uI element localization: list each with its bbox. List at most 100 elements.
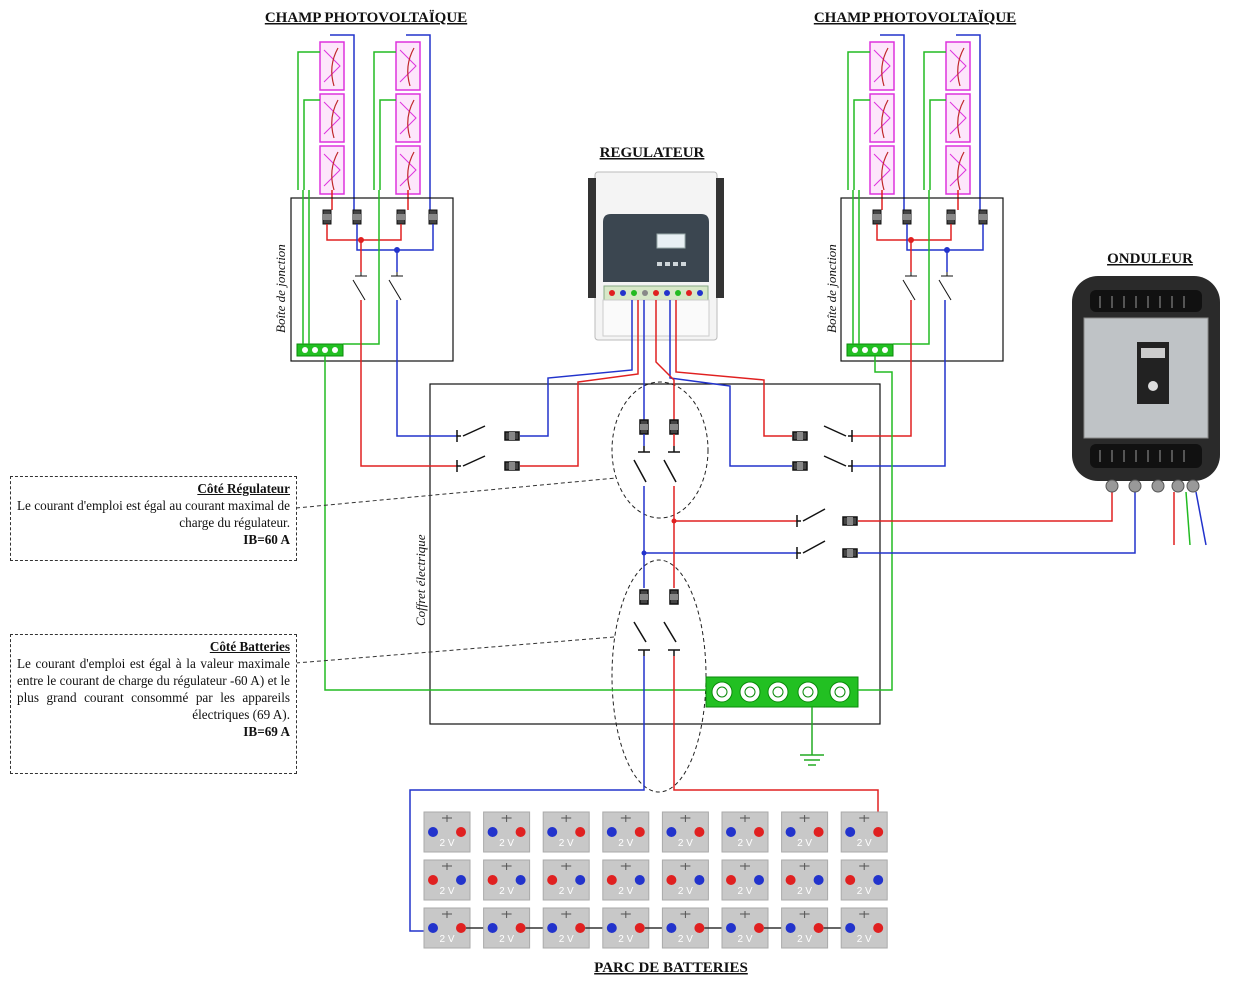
battery-fuse xyxy=(669,589,679,605)
battery-voltage-label: 2 V xyxy=(797,886,812,897)
battery-voltage-label: 2 V xyxy=(678,934,693,945)
pv-field-right-title: CHAMP PHOTOVOLTAÏQUE xyxy=(814,10,1016,26)
battery-cell: 2 V xyxy=(721,907,769,949)
junction-box-right-label: Boîte de jonction xyxy=(824,244,839,333)
battery-voltage-label: 2 V xyxy=(857,934,872,945)
disconnect-switch xyxy=(941,272,953,277)
earth-terminal xyxy=(797,681,819,703)
battery-cell: 2 V xyxy=(840,859,888,901)
regulator-note-result: IB=60 A xyxy=(243,532,290,547)
inverter-device xyxy=(1072,276,1220,493)
battery-cell: 2 V xyxy=(661,907,709,949)
battery-voltage-label: 2 V xyxy=(678,838,693,849)
earth-bar xyxy=(705,676,859,708)
string-fuse xyxy=(978,209,988,225)
inverter-title: ONDULEUR xyxy=(1107,251,1193,267)
cabinet-pv-switch xyxy=(456,460,461,472)
string-fuse xyxy=(946,209,956,225)
battery-cell: 2 V xyxy=(602,859,650,901)
junction-box-right-internals xyxy=(846,190,988,357)
earth-terminal xyxy=(739,681,761,703)
regulator-note-heading: Côté Régulateur xyxy=(197,481,290,496)
disconnect-switch xyxy=(391,272,403,277)
junction-box-left xyxy=(290,197,454,362)
battery-voltage-label: 2 V xyxy=(857,886,872,897)
battery-voltage-label: 2 V xyxy=(439,886,454,897)
battery-cell: 2 V xyxy=(661,811,709,853)
inverter-feed-switch xyxy=(796,515,801,527)
regulator-output-switch xyxy=(638,446,650,453)
battery-bank: 2 V 2 V 2 V 2 V 2 V 2 V 2 V 2 V 2 V 2 V 2 V 2 V 2 V 2… xyxy=(423,811,888,949)
battery-cell: 2 V xyxy=(661,859,709,901)
regulator-note-body: Le courant d'emploi est égal au courant … xyxy=(17,498,290,530)
battery-voltage-label: 2 V xyxy=(439,934,454,945)
battery-cell: 2 V xyxy=(542,859,590,901)
earth-terminal xyxy=(767,681,789,703)
battery-voltage-label: 2 V xyxy=(737,838,752,849)
battery-cell: 2 V xyxy=(781,859,829,901)
inverter-feed-switch xyxy=(796,547,801,559)
battery-cell: 2 V xyxy=(483,811,531,853)
battery-voltage-label: 2 V xyxy=(797,934,812,945)
regulator-note-leader xyxy=(295,477,617,509)
junction-earth-bar xyxy=(846,343,894,357)
pv-field-left xyxy=(297,34,431,210)
junction-box-left-internals xyxy=(296,190,438,357)
battery-voltage-label: 2 V xyxy=(499,886,514,897)
battery-voltage-label: 2 V xyxy=(559,886,574,897)
regulator-display xyxy=(656,233,686,249)
cabinet-pv-switch xyxy=(456,430,461,442)
string-fuse xyxy=(428,209,438,225)
battery-voltage-label: 2 V xyxy=(618,886,633,897)
inverter-feed-fuse xyxy=(842,548,858,558)
disconnect-switch xyxy=(905,272,917,277)
string-fuse xyxy=(352,209,362,225)
battery-cell: 2 V xyxy=(602,811,650,853)
cabinet-pv-fuse xyxy=(504,461,520,471)
regulator-side-note: Côté Régulateur Le courant d'emploi est … xyxy=(10,476,297,561)
pv-field-right xyxy=(847,34,981,210)
battery-cell: 2 V xyxy=(840,907,888,949)
earth-symbol xyxy=(800,707,824,766)
cabinet-pv-switch xyxy=(848,460,853,472)
regulator-output-switch xyxy=(668,446,680,453)
disconnect-switch xyxy=(355,272,367,277)
battery-voltage-label: 2 V xyxy=(737,886,752,897)
battery-cell: 2 V xyxy=(483,859,531,901)
inverter-feed-fuse xyxy=(842,516,858,526)
string-fuse xyxy=(902,209,912,225)
cabinet-pv-fuse xyxy=(792,461,808,471)
battery-note-heading: Côté Batteries xyxy=(209,639,290,654)
junction-box-right xyxy=(840,197,1004,362)
battery-cell: 2 V xyxy=(602,907,650,949)
battery-note-result: IB=69 A xyxy=(243,724,290,739)
junction-earth-bar xyxy=(296,343,344,357)
battery-note-body: Le courant d'emploi est égal à la valeur… xyxy=(17,656,290,722)
string-fuse xyxy=(322,209,332,225)
battery-cell: 2 V xyxy=(423,859,471,901)
earth-terminal xyxy=(711,681,733,703)
battery-side-zone xyxy=(611,559,707,793)
battery-cell: 2 V xyxy=(483,907,531,949)
battery-voltage-label: 2 V xyxy=(618,838,633,849)
battery-cell: 2 V xyxy=(781,811,829,853)
battery-voltage-label: 2 V xyxy=(618,934,633,945)
battery-bank-title: PARC DE BATTERIES xyxy=(594,960,748,976)
battery-voltage-label: 2 V xyxy=(439,838,454,849)
earth-terminal xyxy=(829,681,851,703)
battery-switch xyxy=(668,649,680,656)
battery-voltage-label: 2 V xyxy=(559,934,574,945)
regulator-output-fuse xyxy=(639,419,649,435)
cabinet-pv-fuse xyxy=(792,431,808,441)
electrical-cabinet xyxy=(429,383,881,725)
battery-voltage-label: 2 V xyxy=(678,886,693,897)
battery-cell: 2 V xyxy=(542,811,590,853)
regulator-title: REGULATEUR xyxy=(600,145,705,161)
battery-voltage-label: 2 V xyxy=(499,838,514,849)
battery-voltage-label: 2 V xyxy=(559,838,574,849)
battery-voltage-label: 2 V xyxy=(797,838,812,849)
battery-cell: 2 V xyxy=(542,907,590,949)
string-fuse xyxy=(396,209,406,225)
battery-fuse xyxy=(639,589,649,605)
